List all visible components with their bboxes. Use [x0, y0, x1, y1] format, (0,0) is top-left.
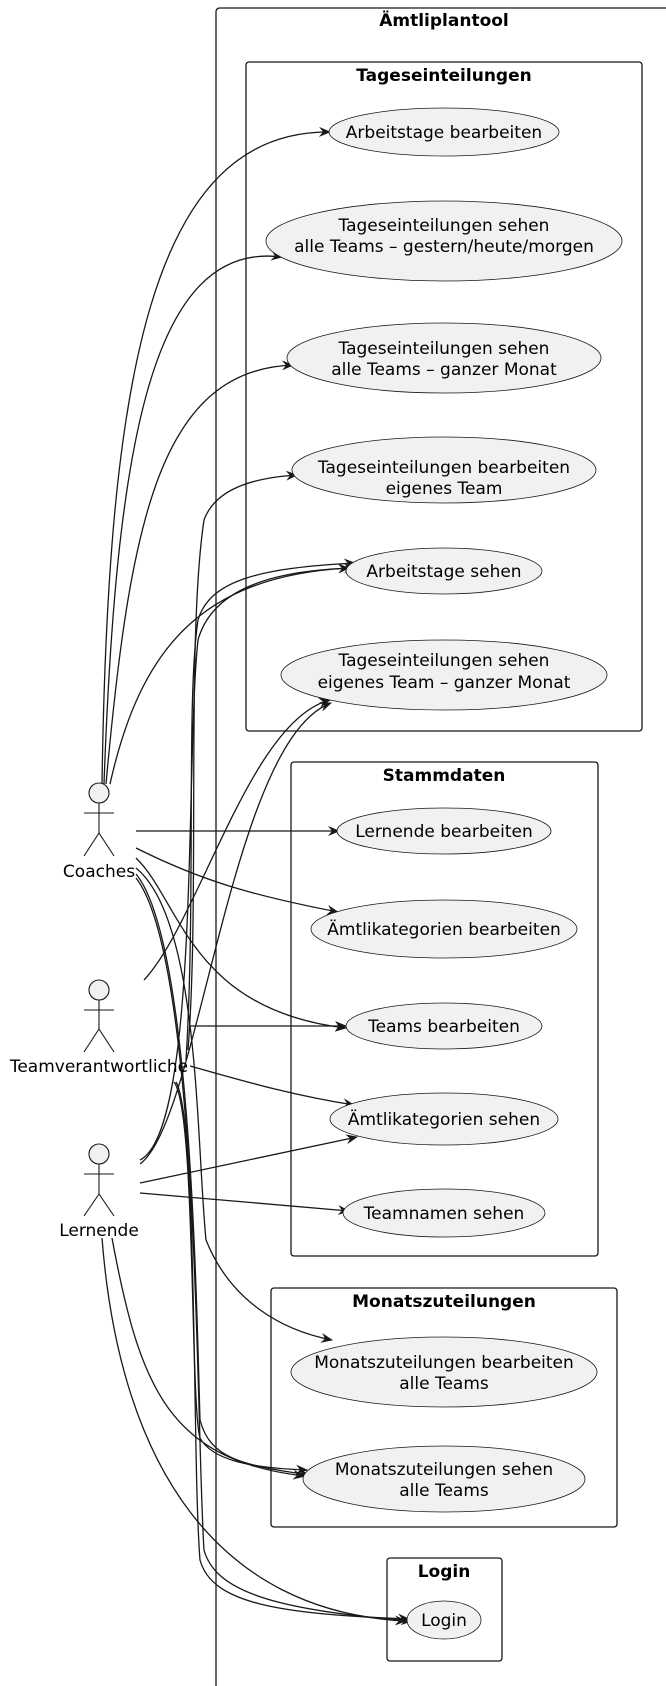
use-case-label: alle Teams – ganzer Monat [331, 360, 557, 380]
edge-lernende-aemtlikat-sehen [139, 1134, 358, 1184]
edge-coaches-monats-sehen [135, 873, 310, 1479]
actor-label: Teamverantwortliche [9, 1057, 188, 1077]
edge-lernende-teamnamen-sehen [139, 1192, 350, 1216]
use-case-arbeitstage-bearbeiten: Arbeitstage bearbeiten [328, 107, 560, 157]
actor-label: Coaches [63, 862, 135, 882]
edge-teamverantw-aemtlikat-sehen [189, 1065, 355, 1109]
use-case-label: Arbeitstage sehen [366, 562, 521, 582]
edge-coaches-aemtlikat-bearbeiten [135, 847, 339, 915]
use-case-teamnamen-sehen: Teamnamen sehen [342, 1188, 546, 1238]
edge-teamverantw-login [175, 1081, 410, 1624]
use-case-label: Login [421, 1611, 467, 1631]
edge-coaches-login [135, 877, 413, 1626]
use-case-label: Lernende bearbeiten [355, 822, 533, 842]
use-case-tageseinteilungen-sehen-eigenes-team-ganzer-monat: Tageseinteilungen sehen eigenes Team – g… [280, 639, 608, 711]
use-case-tageseinteilungen-bearbeiten-eigenes-team: Tageseinteilungen bearbeiten eigenes Tea… [291, 436, 597, 504]
use-case-teams-bearbeiten: Teams bearbeiten [345, 1002, 543, 1050]
actor-coaches: Coaches [63, 782, 135, 882]
use-case-label: Tageseinteilungen sehen [338, 339, 550, 359]
edge-lernende-arbeitstage-sehen [139, 563, 356, 1161]
edge-teamverantw-tages-sehen-eigenes-monat [143, 697, 331, 981]
edge-coaches-tages-sehen-alle-monat [105, 360, 294, 785]
use-case-label: eigenes Team [386, 479, 503, 499]
use-case-login: Login [406, 1600, 482, 1640]
actor-lernende: Lernende [59, 1143, 139, 1241]
use-case-label: alle Teams – gestern/heute/morgen [294, 237, 594, 257]
use-case-arbeitstage-sehen: Arbeitstage sehen [345, 547, 543, 595]
package-title: Login [418, 1562, 471, 1582]
edge-coaches-teams-bearbeiten [135, 857, 347, 1032]
package-login: Login [386, 1557, 503, 1662]
package-title: Stammdaten [383, 766, 506, 786]
package-stammdaten: Stammdaten [290, 761, 599, 1257]
use-case-label: Ämtlikategorien bearbeiten [327, 919, 560, 940]
use-case-label: eigenes Team – ganzer Monat [318, 673, 571, 693]
edge-coaches-arbeitstage-sehen [109, 563, 350, 785]
use-case-monatszuteilungen-sehen-alle-teams: Monatszuteilungen sehen alle Teams [302, 1445, 586, 1513]
use-case-label: Tageseinteilungen sehen [338, 651, 550, 671]
use-case-monatszuteilungen-bearbeiten-alle-teams: Monatszuteilungen bearbeiten alle Teams [290, 1336, 598, 1408]
association-edges [101, 126, 413, 1626]
use-case-label: Tageseinteilungen bearbeiten [317, 458, 570, 478]
use-case-label: Ämtlikategorien sehen [348, 1109, 540, 1130]
use-case-label: Teams bearbeiten [367, 1017, 520, 1037]
edge-coaches-monats-bearbeiten [135, 867, 333, 1343]
edge-teamverantw-tages-bearbeiten-eigenes [187, 470, 298, 1051]
use-case-label: Tageseinteilungen sehen [338, 216, 550, 236]
use-case-aemtlikategorien-bearbeiten: Ämtlikategorien bearbeiten [310, 899, 578, 959]
edge-lernende-login [101, 1237, 407, 1626]
use-case-label: Monatszuteilungen bearbeiten [314, 1353, 574, 1373]
use-case-label: alle Teams [399, 1374, 489, 1394]
use-case-label: Arbeitstage bearbeiten [346, 123, 542, 143]
use-case-label: alle Teams [399, 1481, 489, 1501]
system-title: Ämtliplantool [379, 9, 509, 31]
use-case-label: Teamnamen sehen [363, 1204, 525, 1224]
system-boundary: Ämtliplantool [215, 7, 666, 1686]
edge-coaches-tages-sehen-alle-ghm [103, 250, 283, 785]
edge-coaches-arbeitstage-bearbeiten [101, 126, 331, 785]
package-tageseinteilungen: Tageseinteilungen [245, 61, 643, 732]
use-case-label: Monatszuteilungen sehen [335, 1460, 553, 1480]
package-monatszuteilungen: Monatszuteilungen [270, 1287, 618, 1528]
use-case-tageseinteilungen-sehen-alle-teams-gestern-heute-morgen: Tageseinteilungen sehen alle Teams – ges… [265, 200, 623, 282]
actor-label: Lernende [59, 1221, 139, 1241]
package-title: Monatszuteilungen [352, 1292, 536, 1312]
actor-teamverantwortliche: Teamverantwortliche [9, 979, 188, 1077]
package-title: Tageseinteilungen [356, 66, 531, 86]
edge-teamverantw-arbeitstage-sehen [185, 558, 356, 1061]
use-case-tageseinteilungen-sehen-alle-teams-ganzer-monat: Tageseinteilungen sehen alle Teams – gan… [286, 322, 602, 394]
edge-lernende-monats-sehen [111, 1237, 305, 1480]
use-case-lernende-bearbeiten: Lernende bearbeiten [336, 807, 552, 855]
use-case-aemtlikategorien-sehen: Ämtlikategorien sehen [329, 1092, 559, 1146]
edge-lernende-tages-sehen-eigenes-monat [139, 702, 332, 1165]
edge-teamverantw-monats-sehen [173, 1081, 308, 1475]
